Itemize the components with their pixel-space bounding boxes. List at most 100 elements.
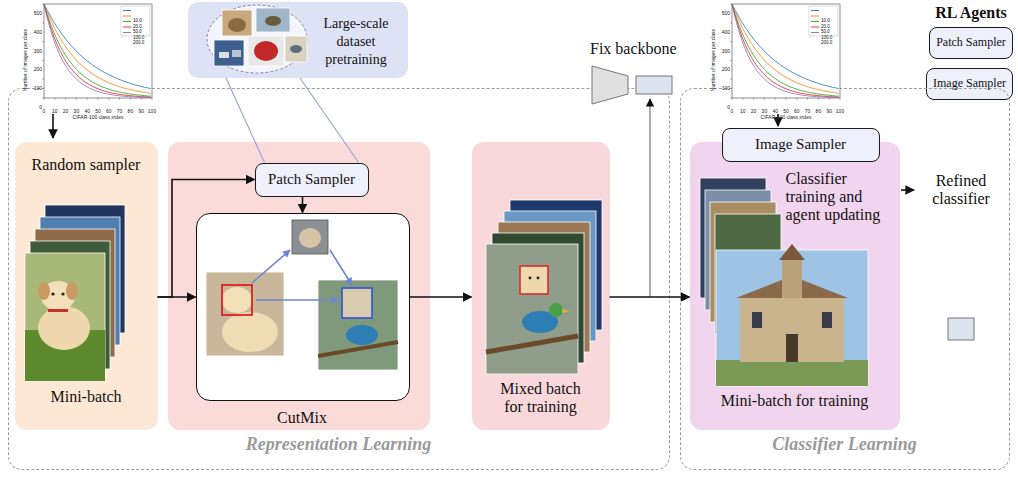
imbalance-chart <box>44 4 152 98</box>
imbalance-chart <box>43 79 45 80</box>
cutmix-illustration <box>318 342 398 356</box>
image-stack <box>504 211 596 341</box>
imbalance-chart <box>130 98 131 100</box>
text-slot: CIFAR-100 class index <box>736 105 836 123</box>
imbalance-chart <box>123 10 131 11</box>
agent-box: Patch Sampler <box>929 27 1013 59</box>
panel-title: Mixed batch for training <box>500 380 580 415</box>
text-slot: 100 <box>144 99 160 117</box>
image-stack <box>549 303 563 317</box>
imbalance-chart <box>732 4 840 98</box>
image-stack <box>710 202 776 322</box>
tick-label: 100 <box>836 108 844 114</box>
image-stack <box>40 217 120 345</box>
imbalance-chart <box>807 98 808 100</box>
imbalance-chart <box>44 4 151 96</box>
axis-title: CIFAR-100 class index <box>73 114 124 120</box>
text-slot: 500 <box>29 1 42 19</box>
tick-label: 60 <box>794 108 800 114</box>
imbalance-chart <box>742 98 743 100</box>
text-slot: 90 <box>133 99 149 117</box>
cutmix-illustration <box>222 312 278 352</box>
flow-arrow <box>53 99 914 297</box>
imbalance-chart <box>123 32 131 33</box>
tick-label: 0 <box>43 108 46 114</box>
legend-text: 20.0 <box>821 24 830 29</box>
image-stack <box>786 334 798 362</box>
tick-label: 200 <box>34 66 42 72</box>
backbone-icon <box>636 76 672 94</box>
cutmix-illustration <box>256 299 339 301</box>
imbalance-chart <box>811 32 819 33</box>
legend-text: 100.0 <box>821 35 832 40</box>
image-stack <box>35 229 115 357</box>
image-stack <box>38 282 50 300</box>
tick-label: 80 <box>128 108 134 114</box>
tick-label: 90 <box>138 108 144 114</box>
text-slot: 100 <box>832 99 848 117</box>
tick-label: 400 <box>722 29 730 35</box>
tick-label: 400 <box>34 29 42 35</box>
imbalance-chart <box>796 98 797 100</box>
flow-arrow <box>52 114 54 138</box>
tick-label: 10 <box>740 108 746 114</box>
stage-note: Fix backbone <box>590 40 677 57</box>
image-stack <box>486 336 578 352</box>
imbalance-chart <box>87 98 88 100</box>
stage-region: Classifier LearningClassifier training a… <box>680 88 1010 470</box>
tick-label: 60 <box>106 108 112 114</box>
sampler-panel: Random samplerMini-batch <box>15 142 158 430</box>
tick-label: 30 <box>762 108 768 114</box>
imbalance-chart <box>43 60 45 61</box>
classifier-icon <box>948 318 974 340</box>
tick-label: 500 <box>722 10 730 16</box>
text-slot: Classifier training and agent updating <box>786 170 896 224</box>
image-stack <box>25 253 105 381</box>
connector-arrow <box>158 296 196 298</box>
text-slot: 10 <box>735 99 751 117</box>
text-slot: CIFAR-100 class index <box>48 105 148 123</box>
agent-box: Image Sampler <box>926 68 1013 100</box>
text-slot: Representation Learning <box>9 434 668 454</box>
dataset-collage <box>232 50 241 57</box>
imbalance-chart <box>840 98 841 100</box>
text-slot: 20 <box>58 99 74 117</box>
dataset-collage <box>285 36 307 62</box>
text-slot: 0 <box>724 99 740 117</box>
cutmix-illustration <box>292 220 328 254</box>
classifier-panel: Classifier training and agent updatingMi… <box>690 142 900 430</box>
imbalance-chart <box>764 98 765 100</box>
tick-label: 0 <box>39 104 42 110</box>
text-slot: 500 <box>717 1 730 19</box>
imbalance-chart <box>731 4 733 5</box>
tick-label: 40 <box>84 108 90 114</box>
imbalance-chart <box>786 98 787 100</box>
imbalance-chart <box>98 98 99 100</box>
image-stack <box>740 296 844 362</box>
text-slot: Large-scale dataset pretraining <box>308 14 404 68</box>
imbalance-chart <box>54 98 55 100</box>
backbone-icon <box>592 66 672 104</box>
text-slot: Number of images per class <box>663 48 763 66</box>
text-slot: 0 <box>29 95 42 113</box>
dataset-collage <box>207 5 307 73</box>
image-stack <box>61 292 64 295</box>
imbalance-chart <box>811 16 819 17</box>
legend-text: 50.0 <box>821 29 830 34</box>
tick-label: 50 <box>783 108 789 114</box>
dataset-collage <box>256 8 290 32</box>
image-stack <box>522 311 558 333</box>
tick-label: 100 <box>34 85 42 91</box>
panel-title: Large-scale dataset pretraining <box>323 16 388 67</box>
imbalance-chart <box>44 4 151 98</box>
imbalance-chart <box>108 98 109 100</box>
imbalance-chart <box>152 98 153 100</box>
box-label: Image Sampler <box>933 77 1006 90</box>
tick-label: 200 <box>722 66 730 72</box>
imbalance-chart <box>753 98 754 100</box>
imbalance-chart <box>731 60 733 61</box>
panel-title: CutMix <box>277 409 327 426</box>
tick-label: 300 <box>722 48 730 54</box>
cutmix-illustration <box>330 250 352 285</box>
